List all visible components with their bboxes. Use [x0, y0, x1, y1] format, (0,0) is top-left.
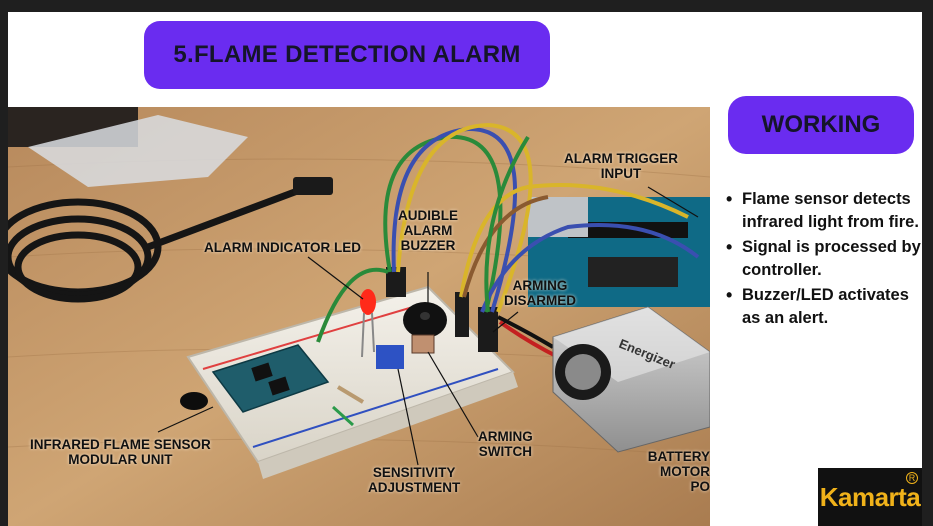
label-line: ALARM INDICATOR LED: [204, 240, 361, 255]
label-sensitivity-adjustment: SENSITIVITY ADJUSTMENT: [368, 465, 460, 495]
potentiometer: [376, 345, 404, 369]
label-line: BUZZER: [400, 238, 456, 253]
label-line: ALARM: [403, 223, 453, 238]
label-line: MOTOR PO: [660, 464, 710, 494]
label-line: MODULAR UNIT: [68, 452, 173, 467]
black-wire: [497, 315, 555, 349]
label-battery-motor: BATTERY MOTOR PO: [640, 449, 710, 494]
battery: Energizer: [552, 306, 710, 453]
component-bag: [28, 115, 248, 187]
bullet-item: Signal is processed by controller.: [726, 236, 922, 282]
resistor: [336, 385, 365, 404]
wire-header-right: [478, 307, 498, 352]
label-arming-switch: ARMING SWITCH: [478, 429, 533, 459]
label-line: AUDIBLE: [398, 208, 458, 223]
label-line: SENSITIVITY: [372, 465, 456, 480]
label-infrared-flame-sensor: INFRARED FLAME SENSOR MODULAR UNIT: [30, 437, 211, 467]
working-heading: WORKING: [728, 96, 914, 154]
label-line: BATTERY: [647, 449, 710, 464]
flame-sensor-module: [180, 344, 330, 413]
wire-header-left: [386, 267, 406, 297]
jumper-wires: [316, 122, 700, 343]
project-photo: Energizer ALARM TRIGGER INPUT AUDIBLE AL…: [8, 107, 710, 526]
wire-header-mid: [455, 292, 469, 337]
label-line: INPUT: [600, 166, 642, 181]
logo-text: Kamarta: [819, 481, 921, 512]
label-line: DISARMED: [504, 293, 577, 308]
slide: 5.FLAME DETECTION ALARM WORKING: [8, 12, 922, 526]
label-line: ARMING: [512, 278, 568, 293]
callout-lines: [157, 186, 699, 466]
label-line: SWITCH: [478, 444, 532, 459]
green-jumper: [331, 405, 355, 427]
label-arming-disarmed: ARMING DISARMED: [504, 278, 576, 308]
project-photo-illustration: Energizer: [8, 107, 710, 526]
label-alarm-indicator-led: ALARM INDICATOR LED: [204, 240, 361, 255]
buzzer: [403, 302, 447, 338]
usb-plug: [293, 177, 333, 195]
label-line: ADJUSTMENT: [368, 480, 461, 495]
red-led: [360, 289, 376, 358]
toggle-switch: [411, 334, 435, 354]
label-line: INFRARED FLAME SENSOR: [30, 437, 211, 452]
label-line: ALARM TRIGGER: [564, 151, 678, 166]
usb-cable: [8, 183, 310, 303]
red-wire: [498, 320, 559, 359]
label-alarm-trigger-input: ALARM TRIGGER INPUT: [564, 151, 678, 181]
registered-mark: R: [906, 472, 918, 484]
bullet-item: Flame sensor detects infrared light from…: [726, 188, 922, 234]
label-audible-alarm-buzzer: AUDIBLE ALARM BUZZER: [398, 208, 458, 253]
slide-title: 5.FLAME DETECTION ALARM: [144, 21, 550, 89]
working-bullet-list: Flame sensor detects infrared light from…: [726, 188, 922, 332]
kamarta-logo: Kamarta R: [818, 468, 922, 526]
bullet-item: Buzzer/LED activates as an alert.: [726, 284, 922, 330]
label-line: ARMING: [478, 429, 533, 444]
